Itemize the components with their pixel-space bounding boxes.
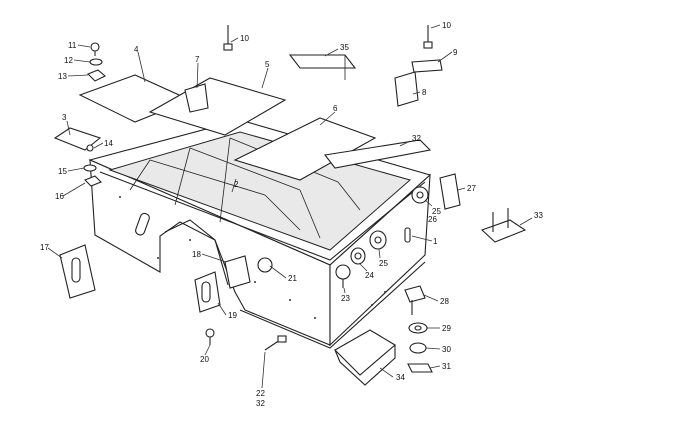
callout-24: 24 <box>365 271 374 280</box>
callout-29: 29 <box>442 324 451 333</box>
washer-29 <box>408 322 428 334</box>
bracket-18 <box>224 255 251 289</box>
callout-32-bottom: 32 <box>256 399 265 408</box>
callout-11: 11 <box>68 41 77 50</box>
fasteners-11-13 <box>87 42 106 82</box>
callout-2: 2 <box>234 180 239 189</box>
callout-25-b: 25 <box>432 207 441 216</box>
hinge-8-9 <box>394 59 443 107</box>
callout-10-right: 10 <box>442 21 451 30</box>
deck-plate-5 <box>148 77 287 136</box>
callout-3: 3 <box>62 113 67 122</box>
callout-5: 5 <box>265 60 270 69</box>
bolt-28 <box>404 285 426 315</box>
callout-labels: 1 2 3 4 5 6 7 8 9 10 10 11 12 13 14 15 1… <box>40 21 543 408</box>
callout-31: 31 <box>442 362 451 371</box>
channel-34 <box>334 329 396 386</box>
nut-26 <box>411 186 429 204</box>
rail-32-top <box>323 139 432 169</box>
callout-14: 14 <box>104 139 113 148</box>
screw-20 <box>205 328 215 345</box>
pin-22 <box>264 335 287 351</box>
callout-32-top: 32 <box>412 134 421 143</box>
callout-19: 19 <box>228 311 237 320</box>
callout-12: 12 <box>64 56 73 65</box>
callout-26: 26 <box>428 215 437 224</box>
plate-27 <box>439 173 461 210</box>
callout-9: 9 <box>453 48 458 57</box>
callout-13: 13 <box>58 72 67 81</box>
callout-21: 21 <box>288 274 297 283</box>
latch-7 <box>184 83 209 113</box>
callout-1: 1 <box>433 237 438 246</box>
pin-10-right <box>423 25 433 49</box>
fitting-21 <box>257 257 273 273</box>
block-33 <box>480 208 527 243</box>
callout-28: 28 <box>440 297 449 306</box>
callout-25: 25 <box>379 259 388 268</box>
deck-plate-6 <box>233 117 377 181</box>
callout-30: 30 <box>442 345 451 354</box>
pin-10-left <box>223 25 233 51</box>
leader-lines <box>47 24 533 389</box>
callout-4: 4 <box>134 45 139 54</box>
plate-17 <box>59 244 96 299</box>
callout-18: 18 <box>192 250 201 259</box>
washer-25 <box>369 230 387 250</box>
callout-15: 15 <box>58 167 67 176</box>
nut-31 <box>407 363 433 373</box>
callout-27: 27 <box>467 184 476 193</box>
callout-8: 8 <box>422 88 427 97</box>
washer-24 <box>350 247 366 265</box>
callout-17: 17 <box>40 243 49 252</box>
callout-23: 23 <box>341 294 350 303</box>
callout-34: 34 <box>396 373 405 382</box>
callout-20: 20 <box>200 355 209 364</box>
washer-30 <box>409 342 427 354</box>
callout-22: 22 <box>256 389 265 398</box>
bracket-35 <box>288 54 357 80</box>
bracket-19 <box>194 271 221 313</box>
bolt-23 <box>335 264 351 288</box>
callout-6: 6 <box>333 104 338 113</box>
callout-16: 16 <box>55 192 64 201</box>
callout-10-left: 10 <box>240 34 249 43</box>
callout-33: 33 <box>534 211 543 220</box>
callout-7: 7 <box>195 55 200 64</box>
callout-35: 35 <box>340 43 349 52</box>
bracket-3 <box>53 127 102 151</box>
